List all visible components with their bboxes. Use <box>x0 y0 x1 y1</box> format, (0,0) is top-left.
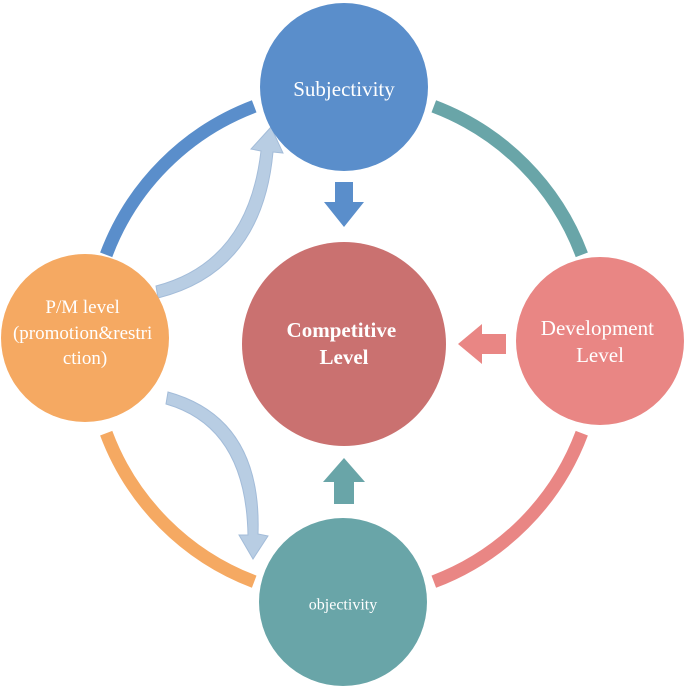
node-objectivity-label: objectivity <box>309 597 377 614</box>
node-competitive-level: Competitive Level <box>242 242 446 446</box>
node-pm-level: P/M level (promotion&restri ction) <box>1 254 169 422</box>
node-development-level-line-1: Development <box>541 316 654 340</box>
ring-arc-bottom-right <box>431 430 588 588</box>
arrow-up-from-objectivity <box>323 458 365 504</box>
node-pm-level-circle <box>1 254 169 422</box>
node-development-level-line-2: Level <box>576 343 624 367</box>
node-pm-level-line-2: (promotion&restri <box>13 323 152 344</box>
node-objectivity-circle <box>259 518 427 686</box>
node-subjectivity: Subjectivity <box>260 3 428 171</box>
ring-arc-top-right <box>431 100 588 258</box>
node-pm-level-label: P/M level (promotion&restri ction) <box>13 297 157 369</box>
node-competitive-level-line-1: Competitive <box>287 318 397 342</box>
ring-arc-top-left <box>100 100 257 258</box>
arrow-left-from-development <box>458 324 506 364</box>
curved-arrow-to-objectivity <box>165 391 269 560</box>
node-pm-level-line-3: ction) <box>63 348 107 369</box>
node-subjectivity-circle <box>260 3 428 171</box>
node-development-level-label: Development Level <box>541 316 659 367</box>
curved-arrow-to-subjectivity <box>155 126 284 299</box>
node-development-level: Development Level <box>516 257 684 425</box>
node-objectivity: objectivity <box>259 518 427 686</box>
node-pm-level-line-1: P/M level <box>45 297 119 318</box>
node-competitive-level-circle <box>242 242 446 446</box>
node-subjectivity-label: Subjectivity <box>293 77 395 101</box>
node-competitive-level-line-2: Level <box>320 345 369 369</box>
node-development-level-circle <box>516 257 684 425</box>
ring-arc-bottom-left <box>100 430 257 588</box>
node-competitive-level-label: Competitive Level <box>287 318 402 369</box>
arrow-down-from-subjectivity <box>324 182 364 227</box>
